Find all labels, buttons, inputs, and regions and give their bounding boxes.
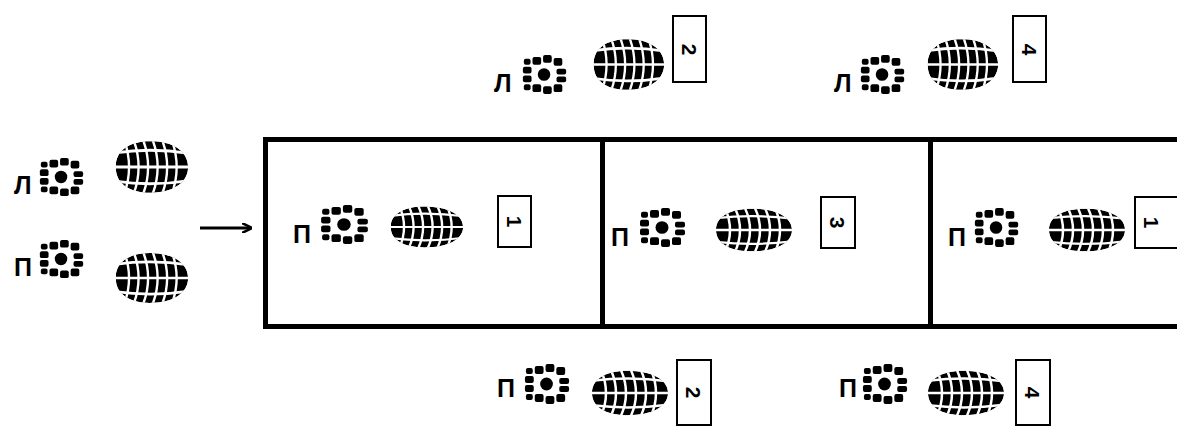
callout-number: 2: [679, 43, 700, 55]
foot-letter: Л: [834, 71, 852, 96]
number-box: 4: [1015, 359, 1051, 426]
number-box: 1: [1134, 196, 1177, 249]
foot-letter: П: [948, 225, 966, 250]
foot-letter: Л: [14, 173, 32, 198]
number-box: 4: [1012, 15, 1047, 83]
callout-number: 2: [684, 387, 705, 399]
number-box: 3: [820, 196, 856, 249]
foot-letter: П: [497, 376, 515, 401]
track-cell: П1: [928, 137, 1177, 329]
callout-number: 1: [504, 216, 525, 228]
foot-letter: Л: [494, 71, 512, 96]
foot-letter: П: [839, 376, 857, 401]
track-cell: П3: [600, 137, 933, 329]
foot-letter: П: [611, 225, 629, 250]
foot-letter: П: [293, 222, 311, 247]
number-box: 2: [672, 15, 707, 83]
callout-number: 1: [1141, 217, 1162, 229]
track-cell: П1: [263, 137, 605, 329]
callout-number: 4: [1023, 387, 1044, 399]
number-box: 2: [676, 359, 712, 426]
foot-letter: П: [14, 255, 32, 280]
callout-number: 3: [828, 217, 849, 229]
number-box: 1: [497, 195, 532, 248]
callout-number: 4: [1019, 43, 1040, 55]
